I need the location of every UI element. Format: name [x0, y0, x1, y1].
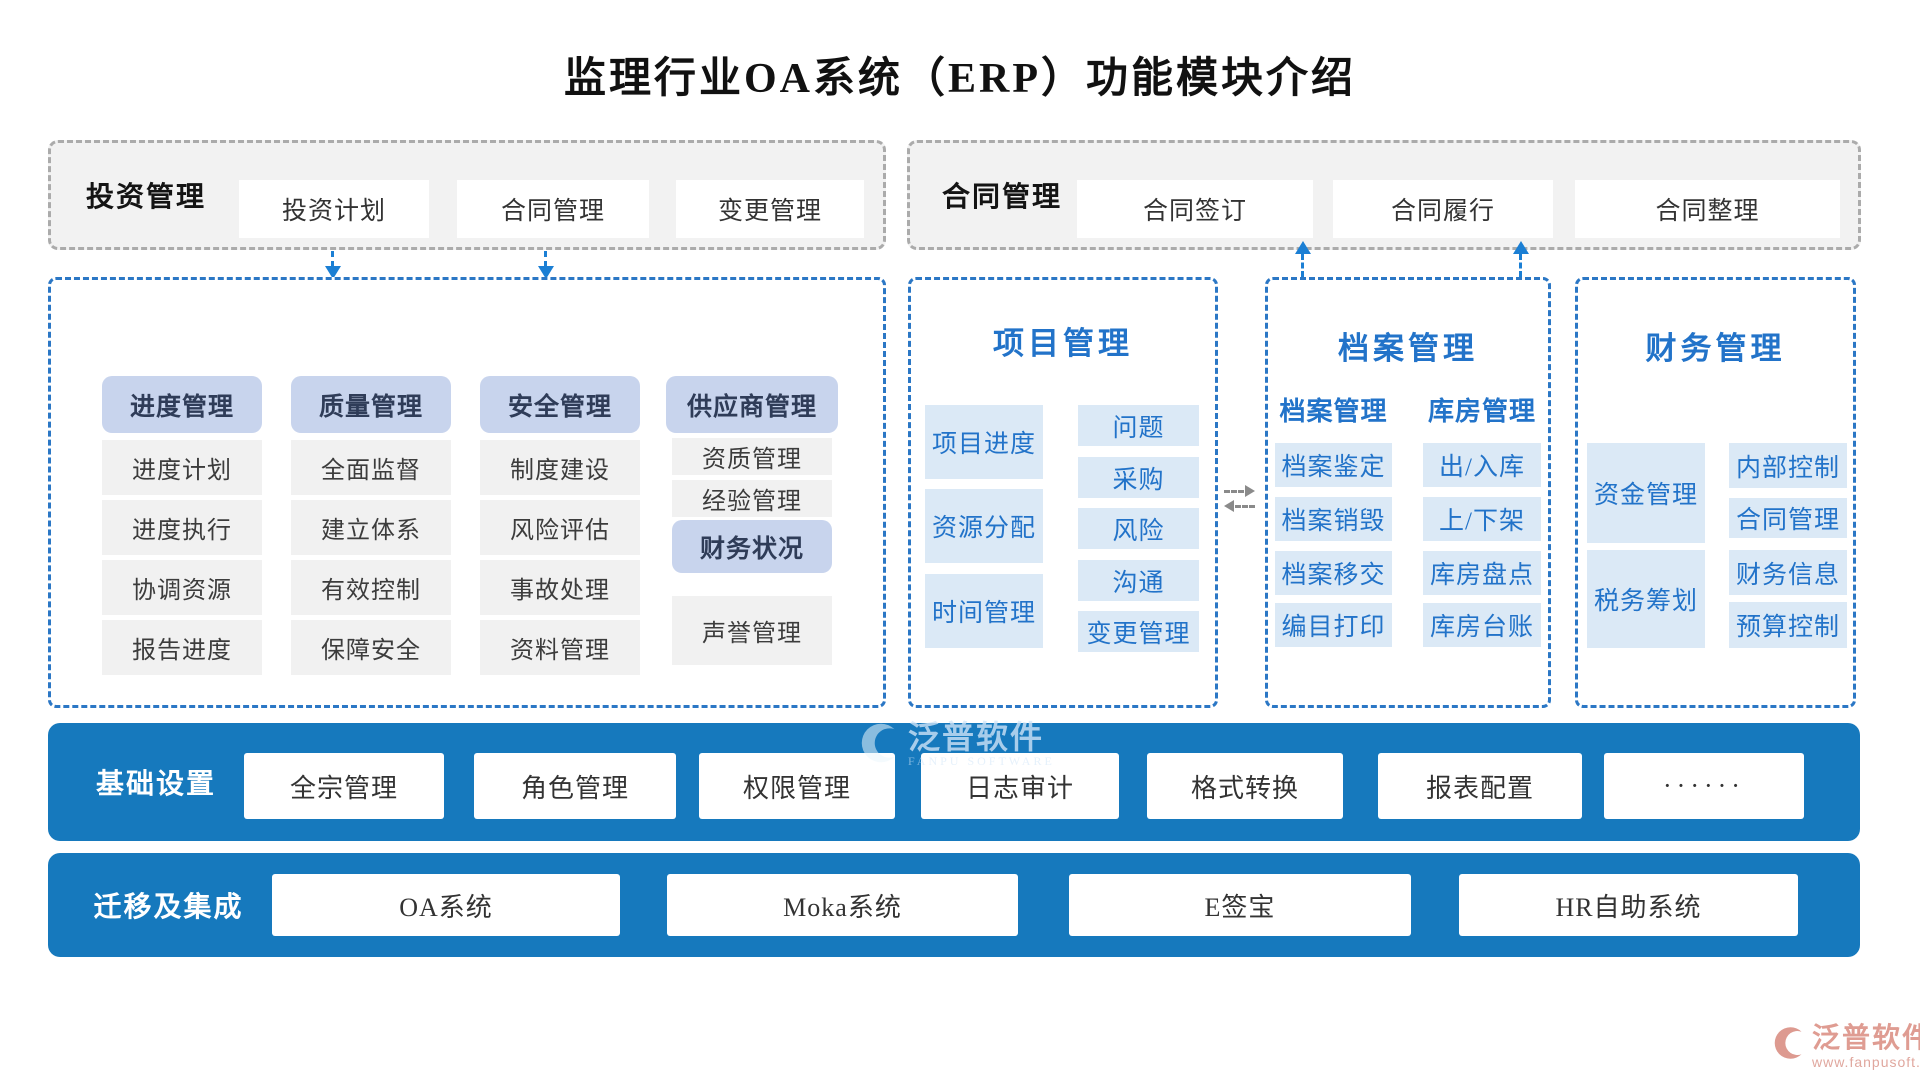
- subheader-archive-management: 档案管理: [1279, 396, 1388, 426]
- fanpu-logo-icon: [856, 720, 900, 766]
- chip-effective-control: 有效控制: [291, 560, 451, 615]
- migration-bar: 迁移及集成 OA系统 Moka系统 E签宝 HR自助系统: [48, 853, 1860, 957]
- chip-coordinate-resources: 协调资源: [102, 560, 262, 615]
- chip-qualification-management: 资质管理: [672, 438, 832, 475]
- subheader-warehouse-management: 库房管理: [1427, 396, 1536, 426]
- chip-warehouse-inventory: 库房盘点: [1423, 551, 1541, 595]
- chip-financial-status: 财务状况: [672, 520, 832, 573]
- chip-investment-plan: 投资计划: [239, 180, 429, 238]
- chip-fund-management: 资金管理: [1587, 443, 1705, 543]
- chip-tax-planning: 税务筹划: [1587, 550, 1705, 648]
- chip-experience-management: 经验管理: [672, 480, 832, 517]
- project-management-box: 项目管理 项目进度 资源分配 时间管理 问题 采购 风险 沟通 变更管理: [908, 277, 1218, 708]
- header-safety-management: 安全管理: [480, 376, 640, 433]
- chip-esign-system: E签宝: [1069, 874, 1411, 936]
- chip-financial-information: 财务信息: [1729, 550, 1847, 595]
- chip-more-ellipsis: ······: [1604, 753, 1804, 819]
- header-supplier-management: 供应商管理: [666, 376, 838, 433]
- fanpu-brand-en-text: FANPU SOFTWARE: [908, 754, 1055, 768]
- archive-box-title: 档案管理: [1338, 330, 1478, 366]
- chip-ensure-safety: 保障安全: [291, 620, 451, 675]
- chip-change-management-top: 变更管理: [676, 180, 864, 238]
- chip-contract-management-finance: 合同管理: [1729, 498, 1847, 538]
- investment-group-label: 投资管理: [85, 182, 206, 213]
- base-settings-label: 基础设置: [95, 769, 216, 800]
- chip-contract-management-top: 合同管理: [457, 180, 649, 238]
- fanpu-watermark-bottom-right: 泛普软件 www.fanpusoft.com: [1770, 1024, 1920, 1070]
- chip-system-construction: 制度建设: [480, 440, 640, 495]
- chip-risk: 风险: [1078, 508, 1199, 549]
- fanpu-brand-text: 泛普软件: [908, 719, 1045, 755]
- chip-report-configuration: 报表配置: [1378, 753, 1582, 819]
- chip-role-management: 角色管理: [474, 753, 676, 819]
- chip-time-management: 时间管理: [925, 574, 1043, 648]
- chip-budget-control: 预算控制: [1729, 602, 1847, 648]
- chip-project-progress: 项目进度: [925, 405, 1043, 479]
- fanpu-logo-icon: [1770, 1024, 1806, 1062]
- contract-group-label: 合同管理: [941, 182, 1062, 213]
- chip-issues: 问题: [1078, 405, 1199, 446]
- chip-data-management: 资料管理: [480, 620, 640, 675]
- chip-contract-signing: 合同签订: [1077, 180, 1313, 238]
- project-box-title: 项目管理: [993, 325, 1133, 361]
- chip-catalog-printing: 编目打印: [1275, 603, 1392, 647]
- chip-reputation-management: 声誉管理: [672, 596, 832, 665]
- chip-archive-destruction: 档案销毁: [1275, 497, 1392, 541]
- finance-management-box: 财务管理 资金管理 税务筹划 内部控制 合同管理 财务信息 预算控制: [1575, 277, 1856, 708]
- chip-archive-transfer: 档案移交: [1275, 551, 1392, 595]
- contract-group: 合同管理 合同签订 合同履行 合同整理: [907, 140, 1861, 250]
- chip-communication: 沟通: [1078, 560, 1199, 601]
- chip-archive-appraisal: 档案鉴定: [1275, 443, 1392, 487]
- chip-resource-allocation: 资源分配: [925, 489, 1043, 563]
- chip-warehouse-ledger: 库房台账: [1423, 603, 1541, 647]
- chip-establish-system: 建立体系: [291, 500, 451, 555]
- fanpu-brand-text: 泛普软件: [1812, 1023, 1920, 1054]
- chip-progress-plan: 进度计划: [102, 440, 262, 495]
- chip-moka-system: Moka系统: [667, 874, 1018, 936]
- chip-full-supervision: 全面监督: [291, 440, 451, 495]
- fanpu-watermark-center: 泛普软件 FANPU SOFTWARE: [856, 720, 1055, 769]
- archive-management-box: 档案管理 档案管理 库房管理 档案鉴定 档案销毁 档案移交 编目打印 出/入库 …: [1265, 277, 1551, 708]
- fanpu-url-text: www.fanpusoft.com: [1812, 1054, 1920, 1070]
- finance-box-title: 财务管理: [1645, 330, 1786, 366]
- chip-shelf-on-off: 上/下架: [1423, 497, 1541, 541]
- chip-in-out-warehouse: 出/入库: [1423, 443, 1541, 487]
- chip-internal-control: 内部控制: [1729, 443, 1847, 488]
- chip-log-audit: 日志审计: [921, 753, 1119, 819]
- chip-report-progress: 报告进度: [102, 620, 262, 675]
- header-progress-management: 进度管理: [102, 376, 262, 433]
- investment-group: 投资管理 投资计划 合同管理 变更管理: [48, 140, 886, 250]
- header-quality-management: 质量管理: [291, 376, 451, 433]
- chip-contract-arrangement: 合同整理: [1575, 180, 1840, 238]
- chip-format-conversion: 格式转换: [1147, 753, 1343, 819]
- chip-oa-system: OA系统: [272, 874, 620, 936]
- chip-hr-selfservice-system: HR自助系统: [1459, 874, 1798, 936]
- chip-fonds-management: 全宗管理: [244, 753, 444, 819]
- chip-contract-performance: 合同履行: [1333, 180, 1553, 238]
- chip-risk-assessment: 风险评估: [480, 500, 640, 555]
- chip-procurement: 采购: [1078, 457, 1199, 498]
- migration-label: 迁移及集成: [93, 892, 244, 923]
- chip-progress-execution: 进度执行: [102, 500, 262, 555]
- supervision-modules-box: 进度管理 进度计划 进度执行 协调资源 报告进度 质量管理 全面监督 建立体系 …: [48, 277, 886, 708]
- base-settings-bar: 基础设置 全宗管理 角色管理 权限管理 日志审计 格式转换 报表配置 ·····…: [48, 723, 1860, 841]
- chip-permission-management: 权限管理: [699, 753, 895, 819]
- chip-accident-handling: 事故处理: [480, 560, 640, 615]
- page-title: 监理行业OA系统（ERP）功能模块介绍: [563, 56, 1356, 102]
- chip-change-management: 变更管理: [1078, 611, 1199, 652]
